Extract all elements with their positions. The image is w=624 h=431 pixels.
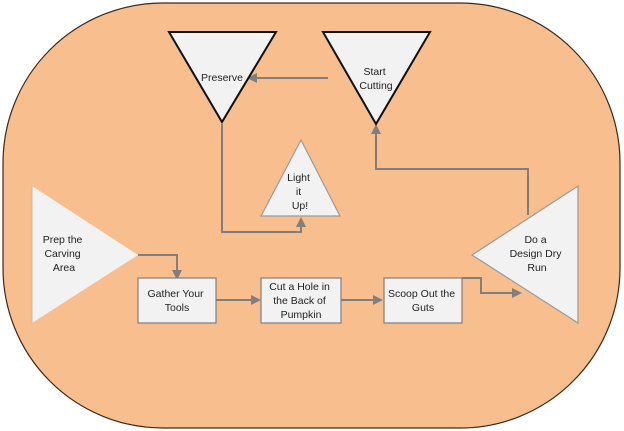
node-design-dry-run: Do a Design Dry Run (470, 184, 579, 325)
start-label-line-1: Start (363, 66, 385, 78)
design-label-line-3: Run (527, 262, 546, 274)
edge-prep-to-gather (138, 254, 182, 280)
design-label-line-1: Do a (524, 234, 546, 246)
node-preserve: Preserve (167, 31, 278, 124)
gather-box-shape (137, 277, 217, 324)
light-label-line-3: Up! (292, 200, 308, 212)
gather-label-line-2: Tools (165, 302, 190, 314)
light-label-line-2: it (296, 186, 301, 198)
prep-label-line-2: Carving (44, 248, 80, 260)
node-label-design: Do a Design Dry Run (510, 234, 565, 274)
preserve-triangle-shape (167, 31, 278, 124)
preserve-label-line-1: Preserve (201, 72, 243, 84)
node-cut-hole: Cut a Hole in the Back of Pumpkin (260, 277, 342, 324)
edge-design-to-start (371, 124, 529, 215)
node-start-cutting: Start Cutting (321, 31, 432, 126)
edge-scoop-to-design (462, 277, 522, 298)
prep-label-line-3: Area (53, 262, 75, 274)
node-label-cut: Cut a Hole in the Back of Pumpkin (269, 281, 333, 321)
edge-preserve-to-light (221, 124, 306, 233)
start-label-line-2: Cutting (359, 80, 392, 92)
light-label-line-1: Light (287, 172, 310, 184)
node-label-start: Start Cutting (359, 66, 392, 92)
gather-label-line-1: Gather Your (148, 288, 205, 300)
cut-label-line-1: Cut a Hole in (269, 281, 330, 293)
prep-label-line-1: Prep the (43, 234, 83, 246)
node-label-preserve: Preserve (201, 72, 243, 84)
light-triangle-shape (260, 138, 341, 217)
scoop-label-line-1: Scoop Out the (388, 288, 455, 300)
node-label-gather: Gather Your Tools (148, 288, 207, 314)
cut-box-shape (260, 277, 342, 324)
design-triangle-shape (470, 184, 579, 325)
start-triangle-shape (321, 31, 432, 126)
node-label-light: Light it Up! (287, 172, 313, 212)
connectors (138, 73, 529, 305)
cut-label-line-2: the Back of (273, 295, 326, 307)
design-label-line-2: Design Dry (510, 248, 563, 260)
node-gather-tools: Gather Your Tools (137, 277, 217, 324)
node-scoop-guts: Scoop Out the Guts (383, 277, 463, 324)
prep-triangle-shape (32, 186, 138, 323)
node-prep-carving-area: Prep the Carving Area (31, 186, 138, 323)
node-label-scoop: Scoop Out the Guts (388, 288, 458, 314)
node-light-it-up: Light it Up! (260, 138, 341, 217)
scoop-box-shape (383, 277, 463, 324)
cut-label-line-3: Pumpkin (281, 309, 322, 321)
scoop-label-line-2: Guts (412, 302, 434, 314)
node-label-prep: Prep the Carving Area (43, 234, 86, 274)
